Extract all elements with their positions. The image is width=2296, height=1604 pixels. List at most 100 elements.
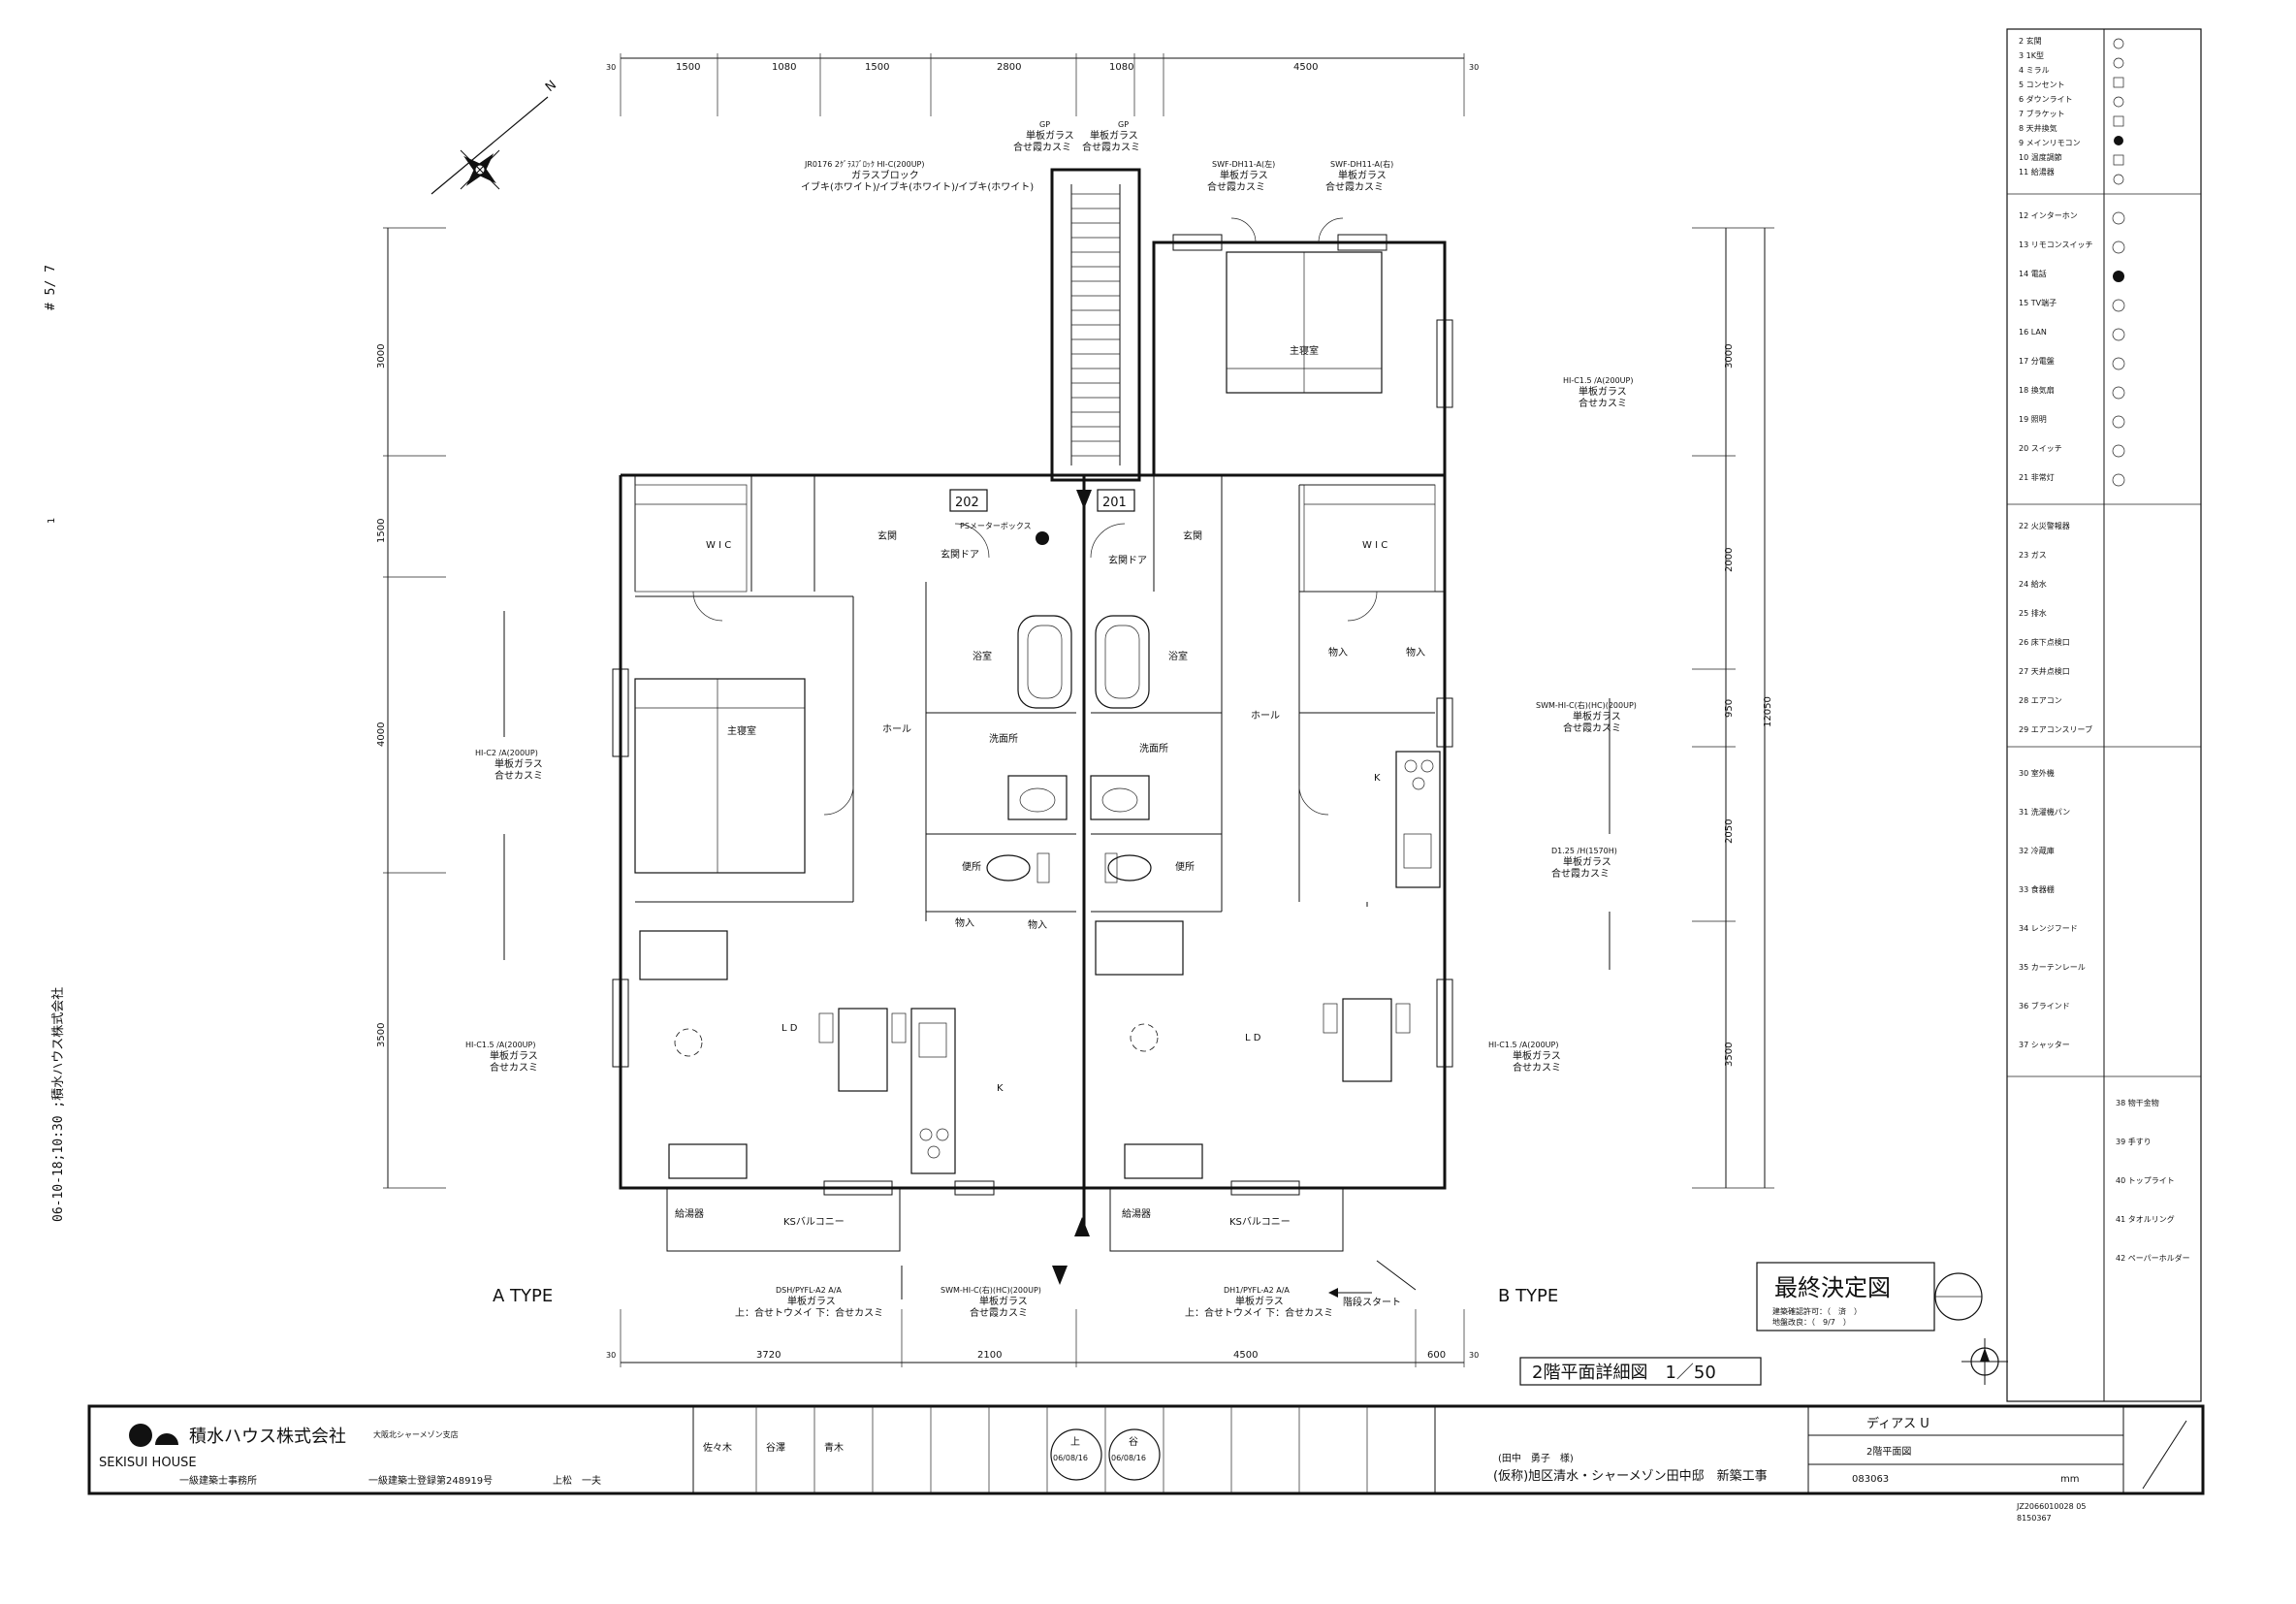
page-marker: # 5/ 7 bbox=[44, 265, 58, 310]
svg-text:合せ霞カスミ: 合せ霞カスミ bbox=[1325, 180, 1384, 193]
legend-item: 36 ブラインド bbox=[2019, 1001, 2070, 1011]
room-entrance-door: 玄関ドア bbox=[1108, 554, 1147, 566]
svg-text:HI-C1.5 /A(200UP): HI-C1.5 /A(200UP) bbox=[1563, 376, 1633, 385]
svg-text:合せ霞カスミ: 合せ霞カスミ bbox=[1563, 722, 1621, 734]
svg-text:単板ガラス: 単板ガラス bbox=[1513, 1049, 1561, 1062]
company-logo bbox=[129, 1424, 178, 1447]
wic-shelving bbox=[634, 484, 1436, 593]
note-top-right-1: SWF-DH11-A(左) 単板ガラス 合せ霞カスミ bbox=[1207, 159, 1275, 193]
compass-rose: N bbox=[430, 78, 559, 195]
brand-name: SEKISUI HOUSE bbox=[99, 1456, 197, 1470]
svg-text:HI-C1.5 /A(200UP): HI-C1.5 /A(200UP) bbox=[465, 1041, 535, 1049]
room-storage: 物入 bbox=[955, 916, 974, 929]
entry-arrow-icon bbox=[1074, 1217, 1090, 1236]
compass-north-label: N bbox=[543, 78, 559, 95]
note-top-gp-1: GP 単板ガラス 合せ霞カスミ bbox=[1013, 120, 1074, 153]
final-decision-stamp: 最終決定図 建築確認許可：（ 済 ） 地盤改良：（ 9/7 ） bbox=[1756, 1262, 1983, 1331]
project-client: (田中 勇子 様) bbox=[1498, 1452, 1574, 1464]
bottom-dim: 2100 bbox=[977, 1350, 1002, 1361]
top-dimension-line: 1500 1080 1500 2800 1080 4500 30 30 bbox=[606, 53, 1479, 116]
top-dim: 1500 bbox=[676, 62, 700, 73]
room-living-dining: L D bbox=[1245, 1033, 1261, 1043]
top-dim: 1080 bbox=[772, 62, 796, 73]
room-toilet: 便所 bbox=[962, 860, 981, 873]
top-dim: 1500 bbox=[865, 62, 889, 73]
note-right-2: SWM-HI-C(右)(HC)(200UP) 単板ガラス 合せ霞カスミ bbox=[1536, 700, 1637, 734]
legend-item: 2 玄関 bbox=[2019, 36, 2042, 46]
legend-item: 13 リモコンスイッチ bbox=[2019, 241, 2093, 249]
bottom-dim: 600 bbox=[1427, 1350, 1446, 1361]
legend-item: 41 タオルリング bbox=[2116, 1214, 2175, 1224]
svg-text:単板ガラス: 単板ガラス bbox=[1578, 385, 1627, 398]
left-dim: 1500 bbox=[376, 519, 387, 543]
legend-item: 4 ミラル bbox=[2019, 66, 2050, 75]
legend-item: 26 床下点検口 bbox=[2019, 637, 2070, 647]
room-water-heater: 給湯器 bbox=[1122, 1207, 1151, 1220]
svg-text:SWM-HI-C(右)(HC)(200UP): SWM-HI-C(右)(HC)(200UP) bbox=[941, 1285, 1041, 1295]
legend-item: 7 ブラケット bbox=[2019, 109, 2065, 118]
note-right-4: HI-C1.5 /A(200UP) 単板ガラス 合せカスミ bbox=[1488, 1041, 1561, 1074]
final-stamp-line-1: 建築確認許可：（ 済 ） bbox=[1772, 1306, 1862, 1316]
svg-text:上: 上 bbox=[1070, 1436, 1080, 1448]
svg-text:06/08/16: 06/08/16 bbox=[1111, 1454, 1146, 1462]
right-dim: 12050 bbox=[1763, 696, 1773, 727]
meter-box-icon bbox=[1036, 531, 1049, 545]
legend-panel bbox=[2006, 28, 2202, 1402]
svg-text:30: 30 bbox=[1469, 63, 1479, 72]
room-wic: W I C bbox=[1362, 540, 1387, 551]
svg-text:上：合せトウメイ 下：合せカスミ: 上：合せトウメイ 下：合せカスミ bbox=[735, 1306, 883, 1319]
office-label: 一級建築士事務所 bbox=[179, 1474, 257, 1487]
legend-item: 25 排水 bbox=[2019, 608, 2047, 618]
washbasin-b bbox=[1090, 775, 1150, 820]
room-balcony: KSバルコニー bbox=[783, 1216, 845, 1228]
svg-text:合せ霞カスミ: 合せ霞カスミ bbox=[970, 1306, 1028, 1319]
right-dim: 3000 bbox=[1724, 344, 1735, 369]
drawing-title: 2階平面詳細図 1／50 bbox=[1532, 1363, 1716, 1383]
room-labels-a: W I C 玄関 玄関ドア 主寝室 ホール 浴室 洗面所 便所 物入 物入 L … bbox=[675, 529, 1047, 1228]
staff-name: 佐々木 bbox=[703, 1442, 732, 1454]
dining-set-a bbox=[639, 930, 907, 1179]
svg-text:単板ガラス: 単板ガラス bbox=[1338, 169, 1387, 181]
svg-text:上：合せトウメイ 下：合せカスミ: 上：合せトウメイ 下：合せカスミ bbox=[1185, 1306, 1333, 1319]
staircase bbox=[1070, 184, 1121, 465]
entrance-arrow-icon bbox=[1076, 490, 1092, 509]
legend-item: 21 非常灯 bbox=[2019, 472, 2055, 482]
left-dim: 3500 bbox=[376, 1023, 387, 1047]
final-stamp-title: 最終決定図 bbox=[1774, 1274, 1891, 1301]
washbasin-a bbox=[1007, 775, 1068, 820]
svg-text:SWF-DH11-A(右): SWF-DH11-A(右) bbox=[1330, 159, 1393, 169]
svg-text:SWF-DH11-A(左): SWF-DH11-A(左) bbox=[1212, 159, 1275, 169]
room-labels-b: W I C 玄関 玄関ドア 主寝室 ホール 浴室 洗面所 便所 物入 物入 L … bbox=[1108, 344, 1425, 1228]
room-entrance-door: 玄関ドア bbox=[941, 548, 979, 561]
toilet-b bbox=[1104, 852, 1152, 883]
drawing-title-box bbox=[1519, 1357, 1762, 1386]
svg-text:DH1/PYFL-A2 A/A: DH1/PYFL-A2 A/A bbox=[1224, 1286, 1290, 1295]
svg-text:イブキ(ホワイト)/イブキ(ホワイト)/イブキ(ホワイト): イブキ(ホワイト)/イブキ(ホワイト)/イブキ(ホワイト) bbox=[801, 180, 1034, 193]
door-swings bbox=[692, 217, 1378, 816]
window-markers bbox=[612, 234, 1453, 1196]
svg-text:D1.25 /H(1570H): D1.25 /H(1570H) bbox=[1551, 847, 1617, 855]
legend-item: 42 ペーパーホルダー bbox=[2116, 1253, 2190, 1263]
legend-item: 37 シャッター bbox=[2019, 1041, 2070, 1049]
stair-start-arrow-icon bbox=[1328, 1288, 1338, 1298]
unit-number-b: 201 bbox=[1102, 496, 1127, 510]
legend-item: 17 分電盤 bbox=[2019, 356, 2055, 366]
type-label-a: A TYPE bbox=[493, 1286, 553, 1306]
room-balcony: KSバルコニー bbox=[1229, 1216, 1291, 1228]
toilet-a bbox=[986, 852, 1050, 883]
note-left-lower: HI-C1.5 /A(200UP) 単板ガラス 合せカスミ bbox=[465, 1041, 538, 1074]
room-storage: 物入 bbox=[1328, 646, 1348, 658]
svg-text:単板ガラス: 単板ガラス bbox=[1026, 129, 1074, 142]
svg-text:JR0176 2ｸﾞﾗｽﾌﾞﾛｯｸ HI-C(200UP): JR0176 2ｸﾞﾗｽﾌﾞﾛｯｸ HI-C(200UP) bbox=[804, 160, 925, 169]
kitchen-counter-b bbox=[1395, 751, 1441, 888]
top-dim: 1080 bbox=[1109, 62, 1133, 73]
bathtub-a bbox=[1017, 615, 1072, 709]
legend-item: 23 ガス bbox=[2019, 550, 2047, 560]
note-bottom-3: DH1/PYFL-A2 A/A 単板ガラス 上：合せトウメイ 下：合せカスミ bbox=[1185, 1286, 1333, 1319]
room-master-bedroom: 主寝室 bbox=[1290, 344, 1319, 357]
svg-text:単板ガラス: 単板ガラス bbox=[787, 1295, 836, 1307]
window-leaders bbox=[503, 611, 1610, 1299]
top-dim: 2800 bbox=[997, 62, 1021, 73]
note-top-gp-2: GP 単板ガラス 合せ霞カスミ bbox=[1082, 120, 1140, 153]
